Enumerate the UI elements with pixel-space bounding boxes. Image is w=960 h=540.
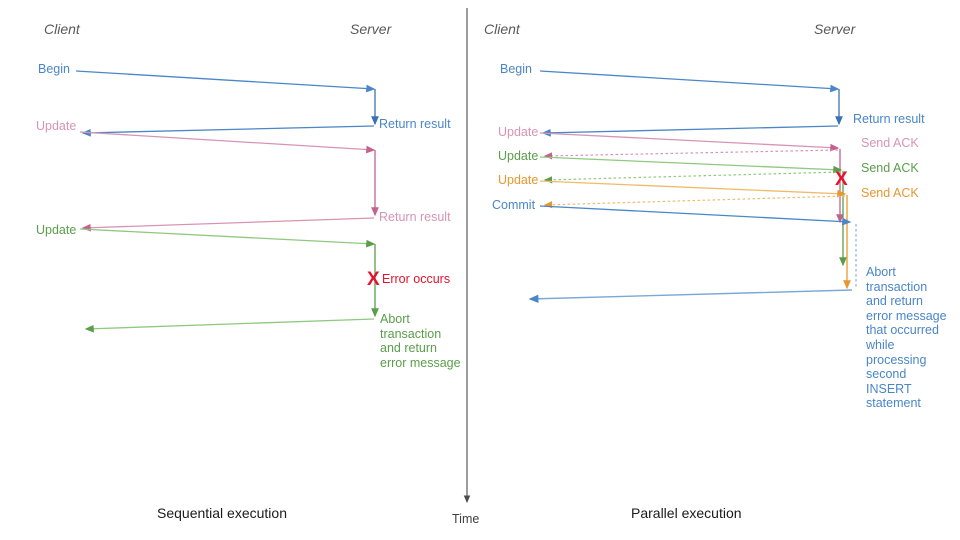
- right-panel-arrows: [528, 70, 857, 303]
- right-msg-send-ack-pink: Send ACK: [861, 136, 919, 150]
- right-actor-client: Client: [484, 21, 520, 37]
- arrow-update-2-request: [79, 228, 376, 248]
- right-msg-abort-block: Abort transaction and return error messa…: [866, 265, 947, 411]
- arrow-commit-request: [539, 205, 852, 226]
- right-msg-send-ack-green: Send ACK: [861, 161, 919, 175]
- right-msg-send-ack-orange: Send ACK: [861, 186, 919, 200]
- arrow-abort-return-p: [528, 289, 853, 303]
- time-axis-label: Time: [452, 512, 480, 526]
- left-panel-caption: Sequential execution: [157, 505, 287, 521]
- left-msg-abort-block: Abort transaction and return error messa…: [380, 312, 461, 370]
- right-msg-update-pink: Update: [498, 125, 539, 139]
- right-panel-caption: Parallel execution: [631, 505, 742, 521]
- arrow-abort-return: [84, 318, 375, 333]
- arrow-return-result-p: [541, 125, 839, 137]
- right-msg-return-result: Return result: [853, 112, 925, 126]
- left-panel-arrows: [75, 70, 379, 333]
- left-error-x-icon: X: [367, 269, 380, 290]
- left-msg-return-result-1: Return result: [379, 117, 451, 131]
- right-msg-update-orange: Update: [498, 173, 539, 187]
- left-actor-server: Server: [350, 21, 392, 37]
- left-msg-update-2: Update: [36, 223, 77, 237]
- right-msg-update-green: Update: [498, 149, 539, 163]
- left-msg-return-result-2: Return result: [379, 210, 451, 224]
- arrow-send-ack-green: [543, 171, 842, 184]
- arrow-update-pink-request: [539, 132, 840, 152]
- arrow-update-1-request: [79, 131, 376, 154]
- left-msg-update-1: Update: [36, 119, 77, 133]
- arrow-send-ack-orange: [543, 195, 846, 209]
- arrow-return-result-2: [81, 217, 375, 232]
- right-actor-server: Server: [814, 21, 856, 37]
- arrow-send-ack-pink: [543, 149, 839, 160]
- left-msg-begin: Begin: [38, 62, 70, 76]
- right-msg-commit: Commit: [492, 198, 536, 212]
- arrow-begin-request-p: [539, 70, 840, 93]
- arrow-return-result-1: [81, 125, 375, 137]
- arrow-update-orange-request: [539, 180, 847, 198]
- right-msg-begin: Begin: [500, 62, 532, 76]
- arrow-begin-request: [75, 70, 376, 93]
- left-actor-client: Client: [44, 21, 80, 37]
- left-error-label: Error occurs: [382, 272, 451, 286]
- right-error-x-icon: X: [835, 169, 848, 190]
- arrow-update-green-request: [539, 156, 843, 174]
